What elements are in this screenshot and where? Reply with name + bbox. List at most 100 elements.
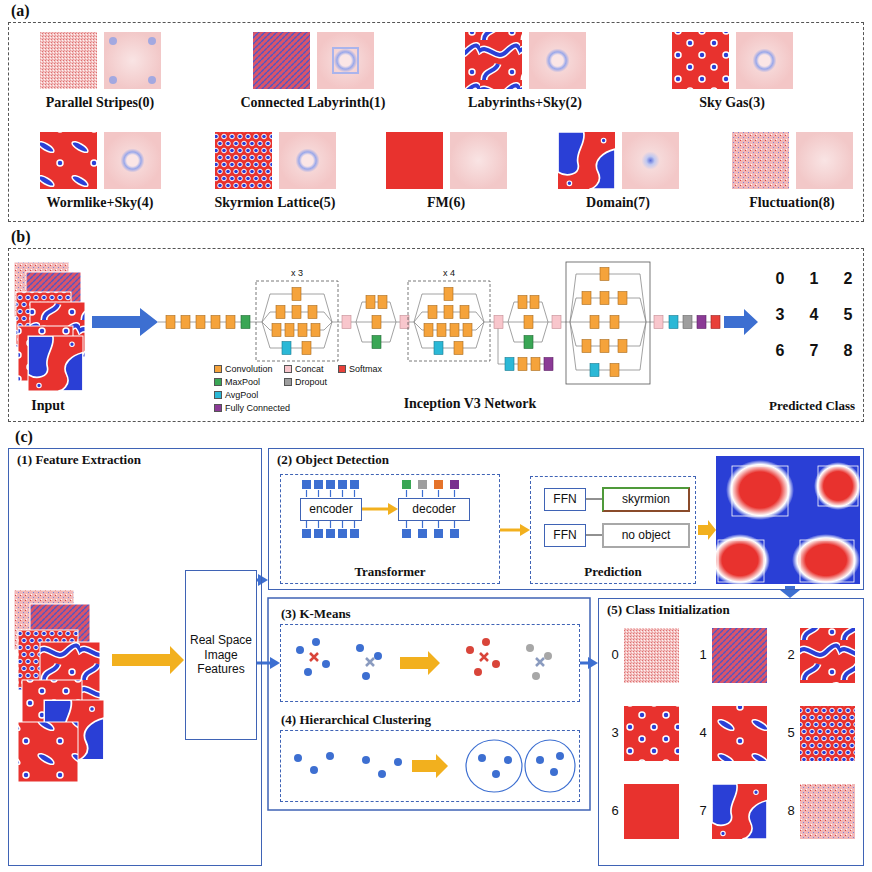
legend-entry: Convolution [214, 364, 273, 375]
class-number: 6 [776, 342, 785, 360]
repeat-count: x 3 [291, 268, 303, 278]
class-box: skyrmion [602, 487, 690, 512]
legend-swatch [284, 378, 292, 386]
phase-image [624, 628, 855, 839]
network-diagram [494, 316, 503, 329]
class-caption: Labyrinths+Sky(2) [468, 95, 582, 111]
detection-image [800, 540, 854, 582]
box-label: skyrmion [622, 492, 670, 506]
class-number: 8 [787, 803, 794, 818]
class-number: 5 [787, 725, 794, 740]
token-squares [402, 529, 411, 538]
class-caption: FM(6) [427, 195, 465, 211]
stage-box: (5) Class Initialization [598, 598, 864, 866]
fft-image [279, 132, 336, 189]
input-stack [28, 336, 83, 391]
legend-text: MaxPool [225, 377, 260, 388]
box-heading: Transformer [281, 564, 499, 580]
cluster-sketch [296, 646, 304, 654]
class-caption: Domain(7) [586, 195, 650, 211]
panel-frame: (b) [8, 248, 864, 422]
phase-image [800, 706, 855, 761]
cluster-sketch [492, 660, 500, 668]
stage-label: Inception V3 Network [404, 396, 537, 412]
legend-swatch [214, 391, 222, 399]
cluster-sketch [478, 754, 486, 762]
legend-entry: Fully Connected [214, 403, 290, 414]
token-squares [434, 529, 443, 538]
cluster-sketch [394, 758, 402, 766]
cluster-sketch [304, 668, 312, 676]
flow-arrow [724, 309, 758, 335]
token-squares [302, 529, 311, 538]
feature-box: Real Space Image Features [185, 570, 257, 740]
legend-text: Concat [295, 364, 324, 375]
cluster-sketch [526, 644, 534, 652]
token-squares [302, 480, 311, 489]
class-number: 4 [810, 306, 819, 324]
network-diagram [654, 316, 663, 329]
connector [500, 524, 530, 536]
class-number: 0 [611, 647, 618, 662]
cluster-sketch [532, 672, 540, 680]
input-stack [14, 262, 85, 391]
ffn-box: FFN [544, 524, 586, 547]
method-frame: (4) Hierarchical Clustering [280, 730, 580, 802]
network-diagram [241, 316, 250, 329]
network-diagram [211, 316, 220, 329]
token-squares [350, 529, 359, 538]
phase-image [800, 628, 855, 683]
token-squares [302, 480, 459, 538]
flow-arrow [698, 520, 716, 540]
phase-image [712, 706, 767, 761]
connector-line [257, 662, 271, 665]
class-number: 6 [611, 803, 618, 818]
flow-arrow [780, 586, 800, 598]
class-caption: Connected Labyrinth(1) [240, 95, 385, 111]
connector-line [362, 508, 389, 511]
cluster-sketch [492, 770, 500, 778]
network-diagram [531, 358, 540, 371]
token-squares [418, 529, 427, 538]
detection-image [716, 534, 770, 584]
flow-arrow [112, 646, 184, 674]
box-heading: Prediction [531, 564, 695, 580]
box-label: Real Space Image Features [186, 633, 256, 676]
class-number: 1 [699, 647, 706, 662]
token-squares [326, 480, 335, 489]
flow-arrow [92, 308, 158, 336]
cluster-sketch [296, 638, 382, 680]
fft-image [450, 132, 507, 189]
network-diagram [342, 316, 351, 329]
phase-image [40, 132, 97, 189]
network-diagram [158, 262, 720, 384]
connector-line [580, 662, 589, 665]
legend-entry: AvgPool [214, 390, 258, 401]
cluster-sketch [294, 752, 564, 778]
box-label: FFN [553, 528, 576, 542]
ffn-box: FFN [544, 488, 586, 511]
token-squares [434, 480, 443, 489]
method-frame [268, 598, 590, 810]
network-diagram [166, 316, 175, 329]
arrow-head [588, 657, 598, 669]
phase-image [215, 132, 272, 189]
connector [257, 657, 280, 669]
token-squares [326, 529, 335, 538]
token-squares [418, 480, 427, 489]
token-squares [450, 529, 459, 538]
cluster-sketch [466, 740, 522, 792]
detection-image [732, 466, 788, 516]
network-diagram [697, 316, 706, 329]
detection-image [718, 540, 764, 582]
panel-frame: (a) [8, 22, 864, 222]
class-number: 2 [787, 647, 794, 662]
box-heading: (3) K-Means [281, 606, 351, 622]
fft-image [104, 132, 161, 189]
cluster-sketch [326, 752, 334, 760]
